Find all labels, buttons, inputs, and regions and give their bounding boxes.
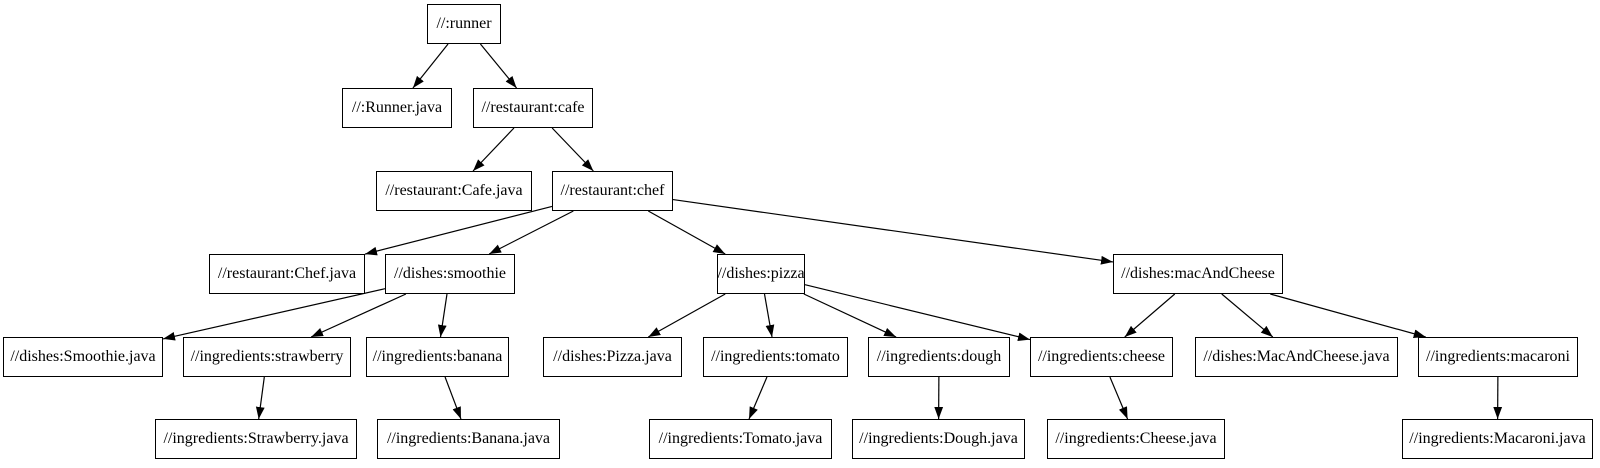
graph-node-dough-java: //ingredients:Dough.java [852, 419, 1025, 459]
graph-node-runner: //:runner [427, 4, 501, 44]
graph-node-smoothie: //dishes:smoothie [385, 254, 515, 294]
node-label: //dishes:pizza [717, 265, 805, 282]
node-label: //ingredients:Macaroni.java [1409, 430, 1586, 447]
graph-node-banana-java: //ingredients:Banana.java [377, 419, 560, 459]
edge-pizza-to-pizza-java [647, 293, 726, 338]
graph-node-chef: //restaurant:chef [552, 171, 673, 211]
node-label: //ingredients:Tomato.java [658, 430, 823, 447]
edge-banana-to-banana-java [444, 376, 462, 420]
graph-node-strawberry: //ingredients:strawberry [183, 337, 351, 377]
node-label: //ingredients:strawberry [190, 348, 344, 365]
node-label: //restaurant:Cafe.java [385, 182, 523, 199]
edge-cafe-to-chef [551, 127, 594, 172]
edge-runner-to-cafe [479, 43, 518, 89]
edge-smoothie-to-smoothie-java [162, 288, 386, 341]
node-label: //:Runner.java [351, 99, 443, 116]
graph-node-cafe: //restaurant:cafe [473, 88, 593, 128]
graph-node-pizza-java: //dishes:Pizza.java [543, 337, 682, 377]
edge-chef-to-smoothie [488, 210, 574, 255]
edge-macandcheese-to-macaroni [1270, 293, 1426, 339]
node-label: //ingredients:banana [372, 348, 503, 365]
edge-chef-to-macandcheese [672, 198, 1114, 265]
node-label: //ingredients:Strawberry.java [163, 430, 349, 447]
node-label: //restaurant:Chef.java [217, 265, 357, 282]
graph-node-runner-java: //:Runner.java [342, 88, 452, 128]
graph-node-macandcheese-java: //dishes:MacAndCheese.java [1195, 337, 1398, 377]
node-label: //restaurant:cafe [481, 99, 585, 116]
edge-macandcheese-to-macandcheese-java [1221, 293, 1274, 338]
node-label: //:runner [436, 15, 492, 32]
node-label: //dishes:macAndCheese [1121, 265, 1275, 282]
graph-node-macaroni: //ingredients:macaroni [1418, 337, 1578, 377]
graph-node-tomato: //ingredients:tomato [703, 337, 848, 377]
edge-strawberry-to-strawberry-java [255, 376, 265, 420]
node-label: //dishes:MacAndCheese.java [1203, 348, 1390, 365]
graph-node-cheese-java: //ingredients:Cheese.java [1047, 419, 1225, 459]
node-label: //ingredients:Dough.java [859, 430, 1018, 447]
graph-node-strawberry-java: //ingredients:Strawberry.java [155, 419, 357, 459]
edge-tomato-to-tomato-java [748, 376, 768, 420]
node-label: //restaurant:chef [560, 182, 665, 199]
graph-node-dough: //ingredients:dough [868, 337, 1010, 377]
graph-node-smoothie-java: //dishes:Smoothie.java [3, 337, 163, 377]
edge-smoothie-to-banana [437, 293, 448, 338]
node-label: //ingredients:Banana.java [386, 430, 551, 447]
node-label: //ingredients:macaroni [1426, 348, 1570, 365]
edge-pizza-to-tomato [763, 293, 775, 338]
edge-chef-to-chef-java [364, 205, 553, 256]
edge-cafe-to-cafe-java [472, 127, 515, 172]
node-label: //ingredients:Cheese.java [1055, 430, 1217, 447]
graph-node-cafe-java: //restaurant:Cafe.java [376, 171, 532, 211]
edge-runner-to-runner-java [412, 43, 449, 89]
graph-node-chef-java: //restaurant:Chef.java [209, 254, 365, 294]
graph-node-pizza: //dishes:pizza [717, 254, 805, 294]
node-label: //dishes:Smoothie.java [10, 348, 156, 365]
node-label: //dishes:smoothie [394, 265, 506, 282]
edge-chef-to-pizza [647, 210, 726, 255]
node-label: //dishes:Pizza.java [553, 348, 672, 365]
edge-pizza-to-cheese [804, 284, 1031, 342]
edge-pizza-to-dough [803, 293, 897, 338]
node-label: //ingredients:cheese [1037, 348, 1166, 365]
edge-macandcheese-to-cheese [1124, 293, 1176, 338]
node-label: //ingredients:tomato [711, 348, 840, 365]
graph-node-cheese: //ingredients:cheese [1030, 337, 1173, 377]
graph-node-macandcheese: //dishes:macAndCheese [1113, 254, 1283, 294]
graph-node-macaroni-java: //ingredients:Macaroni.java [1402, 419, 1593, 459]
node-label: //ingredients:dough [876, 348, 1002, 365]
graph-node-banana: //ingredients:banana [366, 337, 509, 377]
edge-cheese-to-cheese-java [1109, 376, 1129, 420]
graph-node-tomato-java: //ingredients:Tomato.java [649, 419, 832, 459]
edge-smoothie-to-strawberry [310, 293, 407, 338]
